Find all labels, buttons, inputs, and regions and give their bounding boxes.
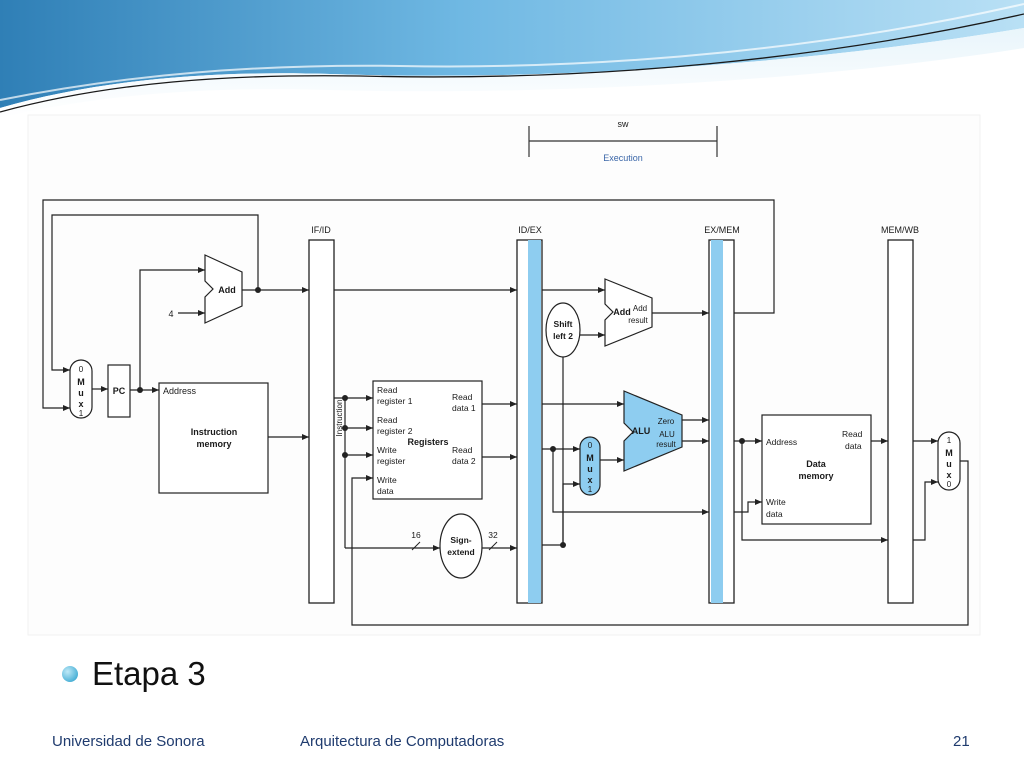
- svg-text:1: 1: [79, 409, 84, 418]
- svg-text:u: u: [78, 388, 84, 398]
- alu-src-mux: 0 M u x 1: [579, 436, 601, 496]
- stage-indicator: sw Execution: [528, 119, 718, 163]
- svg-text:extend: extend: [447, 547, 474, 557]
- svg-text:u: u: [946, 459, 952, 469]
- svg-text:Write: Write: [766, 497, 786, 507]
- pc-adder: Add: [204, 254, 243, 324]
- stage-label: Execution: [603, 153, 643, 163]
- svg-text:Read: Read: [452, 392, 473, 402]
- svg-text:Shift: Shift: [554, 319, 573, 329]
- svg-text:x: x: [587, 475, 592, 485]
- svg-text:left 2: left 2: [553, 331, 573, 341]
- write-back-mux: 1 M u x 0: [937, 431, 961, 491]
- bullet-icon: [62, 666, 78, 682]
- svg-text:register 1: register 1: [377, 396, 413, 406]
- svg-text:ALU: ALU: [659, 430, 675, 439]
- pipeline-register-id-ex: ID/EX: [516, 225, 543, 604]
- svg-text:Read: Read: [377, 415, 398, 425]
- svg-text:Zero: Zero: [658, 417, 675, 426]
- svg-text:Read: Read: [842, 429, 863, 439]
- svg-text:Read: Read: [452, 445, 473, 455]
- footer-course: Arquitectura de Computadoras: [300, 733, 505, 750]
- pc-mux: 0 M u x 1: [69, 359, 93, 419]
- svg-text:0: 0: [588, 441, 593, 450]
- svg-text:x: x: [78, 399, 83, 409]
- constant-four: 4: [168, 309, 173, 319]
- bullet-text: Etapa 3: [92, 655, 206, 692]
- svg-text:data 2: data 2: [452, 456, 476, 466]
- datapath-wires: [42, 199, 969, 626]
- svg-text:Read: Read: [377, 385, 398, 395]
- svg-text:data 1: data 1: [452, 403, 476, 413]
- svg-text:0: 0: [79, 365, 84, 374]
- diagram-panel: [27, 114, 981, 636]
- svg-text:data: data: [766, 509, 783, 519]
- svg-text:register 2: register 2: [377, 426, 413, 436]
- svg-text:Registers: Registers: [407, 437, 448, 447]
- pipeline-register-mem-wb: MEM/WB: [881, 225, 919, 604]
- instruction-label: sw: [618, 119, 630, 129]
- svg-text:Data: Data: [806, 459, 827, 469]
- svg-text:memory: memory: [196, 439, 231, 449]
- svg-text:data: data: [845, 441, 862, 451]
- svg-text:Address: Address: [766, 437, 797, 447]
- register-file: Read register 1 Read register 2 Write re…: [372, 380, 483, 500]
- instruction-memory: Address Instruction memory: [158, 382, 269, 494]
- svg-text:result: result: [656, 440, 676, 449]
- id-ex-highlight: [528, 240, 541, 603]
- ex-mem-label: EX/MEM: [704, 225, 740, 235]
- svg-text:Write: Write: [377, 475, 397, 485]
- svg-text:Address: Address: [163, 386, 197, 396]
- bullet-item: Etapa 3: [62, 650, 206, 698]
- svg-text:Add: Add: [613, 307, 631, 317]
- svg-text:ALU: ALU: [632, 426, 651, 436]
- svg-text:0: 0: [947, 480, 952, 489]
- svg-text:memory: memory: [798, 471, 833, 481]
- bit-width-16: 16: [411, 530, 421, 540]
- svg-text:M: M: [945, 448, 953, 458]
- svg-text:1: 1: [588, 485, 593, 494]
- svg-text:Sign-: Sign-: [450, 535, 471, 545]
- svg-text:M: M: [586, 453, 594, 463]
- footer-university: Universidad de Sonora: [52, 733, 205, 750]
- svg-text:1: 1: [947, 436, 952, 445]
- svg-text:result: result: [628, 316, 648, 325]
- branch-adder: Add Add result: [604, 278, 653, 347]
- ex-mem-highlight: [711, 240, 723, 603]
- svg-text:Add: Add: [633, 304, 647, 313]
- svg-text:M: M: [77, 377, 85, 387]
- data-memory: Address Read data Data memory Write data: [761, 414, 872, 525]
- sign-extend-unit: Sign- extend: [439, 513, 483, 579]
- if-id-label: IF/ID: [311, 225, 331, 235]
- svg-text:Write: Write: [377, 445, 397, 455]
- shift-left-unit: Shift left 2: [545, 302, 581, 358]
- footer-page-number: 21: [953, 733, 970, 750]
- header-banner: [0, 0, 1024, 118]
- svg-text:Instruction: Instruction: [191, 427, 238, 437]
- wire-junctions: [137, 287, 745, 548]
- mem-wb-label: MEM/WB: [881, 225, 919, 235]
- pipeline-register-if-id: IF/ID: [308, 225, 335, 604]
- program-counter: PC: [107, 364, 131, 418]
- svg-text:register: register: [377, 456, 406, 466]
- id-ex-label: ID/EX: [518, 225, 542, 235]
- instruction-bus-label: Instruction: [335, 400, 344, 437]
- pipeline-register-ex-mem: EX/MEM: [704, 225, 740, 604]
- svg-text:PC: PC: [113, 386, 126, 396]
- svg-text:data: data: [377, 486, 394, 496]
- svg-text:u: u: [587, 464, 593, 474]
- svg-text:Add: Add: [218, 285, 236, 295]
- bit-width-32: 32: [488, 530, 498, 540]
- svg-text:x: x: [946, 470, 951, 480]
